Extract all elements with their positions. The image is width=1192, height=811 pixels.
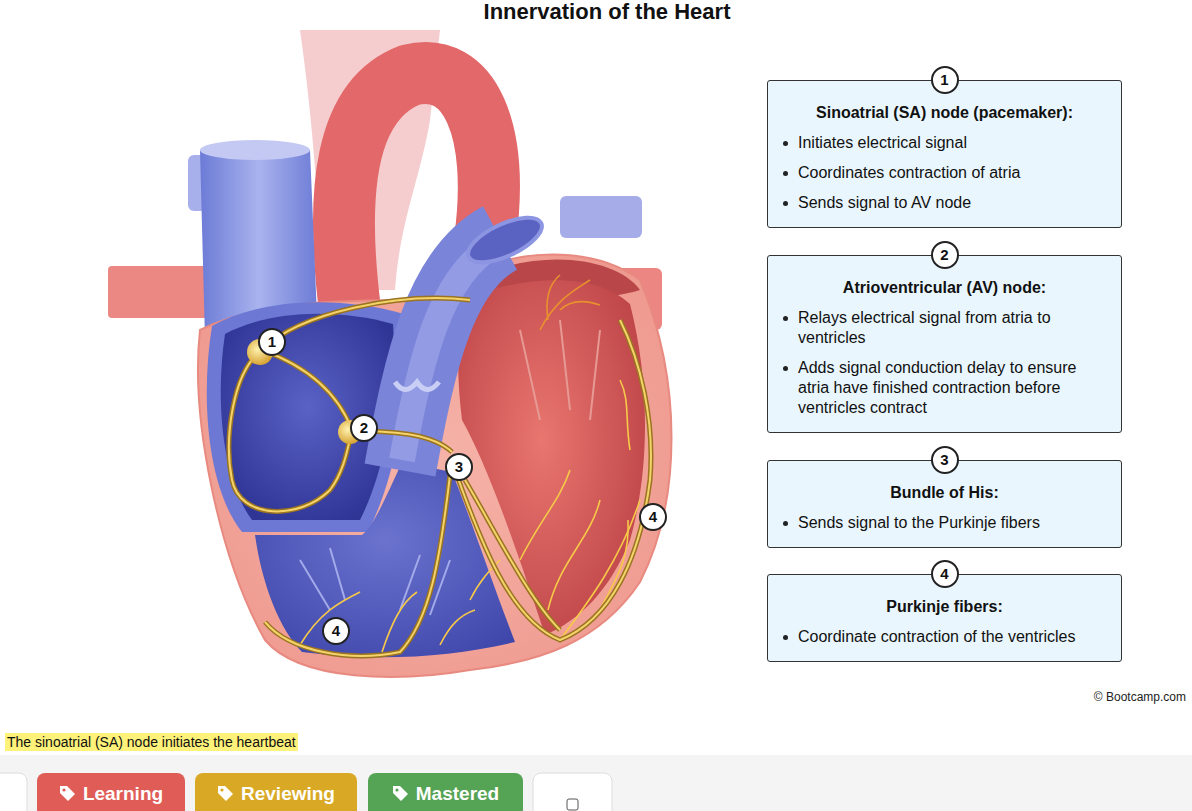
- bullet-row: Initiates electrical signal: [781, 133, 1108, 153]
- purkinje-strands: [300, 275, 640, 652]
- tag-shape: [218, 786, 233, 801]
- button-label: Mastered: [416, 782, 499, 806]
- bullet-text: Sends signal to AV node: [798, 193, 1108, 213]
- conduction-path: [229, 298, 651, 655]
- button-label: Learning: [83, 782, 163, 806]
- bullet-dot: [783, 521, 788, 526]
- status-button: Reviewing: [195, 773, 357, 811]
- bullet-dot: [783, 201, 788, 206]
- bullet-row: Relays electrical signal from atria to v…: [781, 308, 1108, 348]
- vena-cava-opening: [200, 140, 310, 160]
- bullet-text: Initiates electrical signal: [798, 133, 1108, 153]
- button-label: Reviewing: [241, 782, 335, 806]
- conduction-system: [229, 298, 651, 655]
- info-box: 2Atrioventricular (AV) node:Relays elect…: [767, 255, 1122, 433]
- bullet-dot: [783, 366, 788, 371]
- toolbar-stub-button: [0, 773, 27, 811]
- bullet-dot: [783, 141, 788, 146]
- bullet-row: Coordinates contraction of atria: [781, 163, 1108, 183]
- status-button: Learning: [37, 773, 185, 811]
- copyright-note: © Bootcamp.com: [1094, 690, 1186, 704]
- bullet-row: Coordinate contraction of the ventricles: [781, 627, 1108, 647]
- info-box: 4Purkinje fibers:Coordinate contraction …: [767, 574, 1122, 662]
- box-heading: Sinoatrial (SA) node (pacemaker):: [781, 103, 1108, 123]
- bullet-row: Adds signal conduction delay to ensure a…: [781, 358, 1108, 418]
- checkbox: [567, 799, 578, 810]
- bullet-dot: [783, 171, 788, 176]
- pulmonary-valve: [395, 382, 439, 390]
- tag-hole: [62, 788, 65, 791]
- bullet-text: Adds signal conduction delay to ensure a…: [798, 358, 1108, 418]
- callout-number: 4: [931, 560, 959, 588]
- pulmonary-artery-right: [560, 196, 642, 238]
- right-atrium: [221, 314, 394, 520]
- purkinje-strand: [520, 470, 570, 560]
- purkinje-strand: [300, 592, 360, 645]
- left-ventricle: [458, 280, 645, 635]
- callout-number: 2: [350, 414, 378, 442]
- tag-icon: [392, 785, 409, 802]
- tag-icon: [217, 785, 234, 802]
- callout-number: 3: [931, 446, 959, 474]
- callout-number: 2: [931, 241, 959, 269]
- conduction-glow: [229, 298, 651, 655]
- bottom-toolbar: [0, 755, 1192, 811]
- tag-hole: [220, 788, 223, 791]
- pulmonary-trunk: [395, 209, 548, 470]
- bullet-text: Sends signal to the Purkinje fibers: [798, 513, 1108, 533]
- box-heading: Atrioventricular (AV) node:: [781, 278, 1108, 298]
- callout-number: 3: [445, 453, 473, 481]
- info-box: 1Sinoatrial (SA) node (pacemaker):Initia…: [767, 80, 1122, 228]
- purkinje-strand: [548, 500, 600, 610]
- purkinje-strand: [382, 592, 417, 652]
- purkinje-strand: [440, 610, 475, 645]
- tag-shape: [60, 786, 75, 801]
- diagram-title: Innervation of the Heart: [357, 0, 857, 24]
- callout-number: 4: [322, 617, 350, 645]
- pulmonary-opening: [462, 209, 548, 272]
- bullet-row: Sends signal to AV node: [781, 193, 1108, 213]
- tag-hole: [395, 788, 398, 791]
- bullet-text: Relays electrical signal from atria to v…: [798, 308, 1108, 348]
- callout-number: 1: [258, 328, 286, 356]
- bullet-text: Coordinate contraction of the ventricles: [798, 627, 1108, 647]
- atrial-strand: [540, 275, 600, 330]
- bullet-dot: [783, 635, 788, 640]
- right-ventricle: [255, 462, 515, 657]
- bullet-text: Coordinates contraction of atria: [798, 163, 1108, 183]
- callout-number: 4: [639, 503, 667, 531]
- mitral-chords: [520, 320, 600, 420]
- info-box: 3Bundle of His:Sends signal to the Purki…: [767, 460, 1122, 548]
- status-button: Mastered: [368, 773, 523, 811]
- box-heading: Bundle of His:: [781, 483, 1108, 503]
- purkinje-strand: [620, 380, 630, 450]
- bullet-dot: [783, 316, 788, 321]
- tag-icon: [59, 785, 76, 802]
- bullet-row: Sends signal to the Purkinje fibers: [781, 513, 1108, 533]
- tag-shape: [393, 786, 408, 801]
- checkbox-button: [533, 773, 612, 811]
- highlighted-note: The sinoatrial (SA) node initiates the h…: [5, 733, 298, 751]
- box-heading: Purkinje fibers:: [781, 597, 1108, 617]
- pulmonary-trunk-shine: [402, 244, 496, 460]
- callout-number: 1: [931, 66, 959, 94]
